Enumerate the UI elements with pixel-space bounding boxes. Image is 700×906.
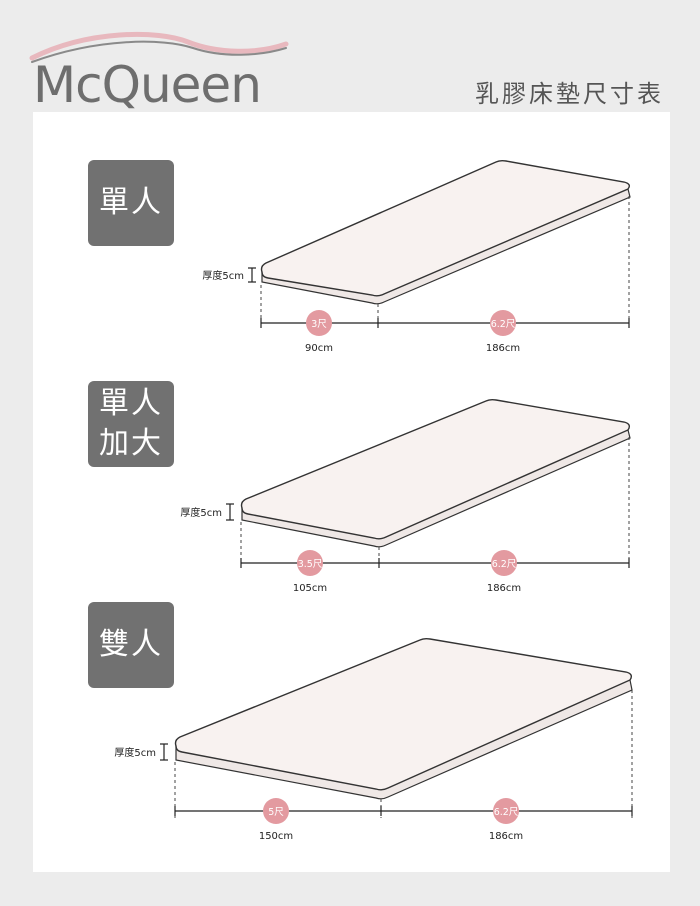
length-badge <box>493 798 519 824</box>
size-label-single-plus: 單人 加大 <box>88 381 174 467</box>
width-badge <box>263 798 289 824</box>
svg-text:6.2尺: 6.2尺 <box>491 319 516 330</box>
svg-text:6.2尺: 6.2尺 <box>492 559 517 570</box>
mattress-single: 厚度5cm 3尺 6.2尺 90cm 186cm <box>202 159 631 354</box>
mattress-top <box>240 398 631 540</box>
size-label-single: 單人 <box>88 160 174 246</box>
width-cm: 150cm <box>259 831 293 842</box>
length-badge <box>490 310 516 336</box>
width-cm: 90cm <box>305 343 333 354</box>
width-badge <box>297 550 323 576</box>
width-cm: 105cm <box>293 583 327 594</box>
svg-text:5尺: 5尺 <box>268 807 284 818</box>
svg-text:3.5尺: 3.5尺 <box>298 559 323 570</box>
mattress-top <box>260 159 631 297</box>
logo-swoosh-icon <box>29 31 289 63</box>
length-badge <box>491 550 517 576</box>
mattress-top <box>174 637 633 791</box>
mattress-single-plus: 厚度5cm 3.5尺 6.2尺 105cm 186cm <box>180 398 631 594</box>
svg-text:3尺: 3尺 <box>311 319 327 330</box>
length-cm: 186cm <box>489 831 523 842</box>
thickness-label: 厚度5cm <box>180 506 222 519</box>
length-cm: 186cm <box>486 343 520 354</box>
page-title: 乳膠床墊尺寸表 <box>475 80 664 108</box>
size-label-double: 雙人 <box>88 602 174 688</box>
width-badge <box>306 310 332 336</box>
brand-logo: McQueen <box>33 56 262 114</box>
svg-text:6.2尺: 6.2尺 <box>494 807 519 818</box>
mattress-double: 厚度5cm 5尺 6.2尺 150cm 186cm <box>114 637 633 842</box>
thickness-label: 厚度5cm <box>114 746 156 759</box>
length-cm: 186cm <box>487 583 521 594</box>
thickness-label: 厚度5cm <box>202 269 244 282</box>
